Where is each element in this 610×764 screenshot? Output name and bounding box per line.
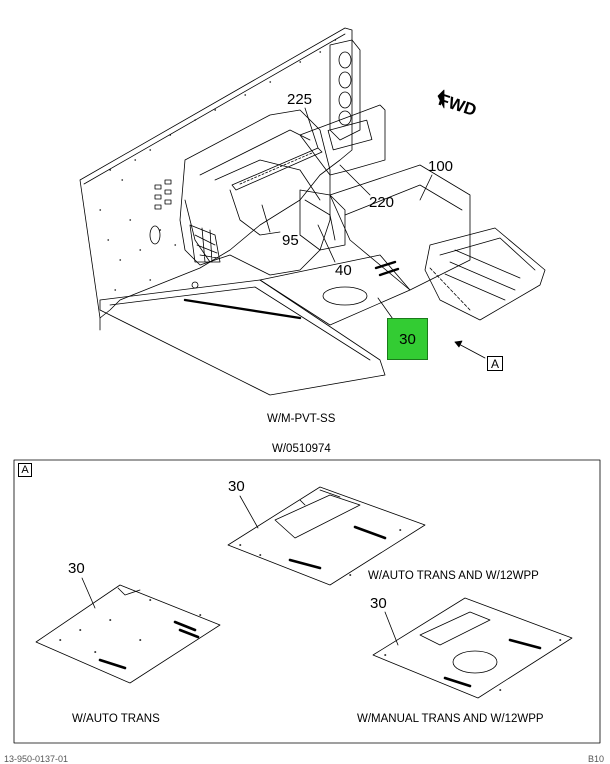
highlighted-callout-30[interactable]: 30 <box>387 318 428 360</box>
leader-100 <box>419 174 433 201</box>
caption-main: W/M-PVT-SS <box>267 413 336 425</box>
plate-manual-12wpp <box>372 597 573 699</box>
view-a-label[interactable]: A <box>487 356 503 371</box>
detail-box <box>13 459 601 744</box>
callout-30-label: 30 <box>399 330 416 348</box>
fwd-arrow-icon <box>437 89 445 109</box>
leader-40 <box>317 224 336 263</box>
callout-30-manual-12wpp[interactable]: 30 <box>370 595 387 612</box>
caption-auto-trans: W/AUTO TRANS <box>72 713 160 725</box>
callout-95[interactable]: 95 <box>282 232 299 249</box>
leader-30-a3 <box>384 611 399 646</box>
callout-40[interactable]: 40 <box>335 262 352 279</box>
floor-plate-30 <box>259 254 411 326</box>
plate-auto-12wpp <box>227 486 426 586</box>
callout-30-auto-trans[interactable]: 30 <box>68 560 85 577</box>
leader-225 <box>304 107 319 149</box>
caption-part-number: W/0510974 <box>272 443 331 455</box>
leader-95 <box>261 204 271 233</box>
panel-220 <box>299 104 386 176</box>
leader-30-a1 <box>81 577 96 609</box>
battery-tray <box>424 227 546 321</box>
caption-auto-12wpp: W/AUTO TRANS AND W/12WPP <box>368 570 539 582</box>
callout-100[interactable]: 100 <box>428 158 454 175</box>
callout-30-auto-12wpp[interactable]: 30 <box>228 478 245 495</box>
plate-auto-trans <box>35 577 221 684</box>
callout-225[interactable]: 225 <box>287 91 313 108</box>
caption-manual-12wpp: W/MANUAL TRANS AND W/12WPP <box>357 713 544 725</box>
detail-a-label: A <box>18 463 32 477</box>
leader-30-a2 <box>239 495 259 529</box>
back-wall-vents <box>149 179 172 245</box>
callout-220[interactable]: 220 <box>369 194 395 211</box>
footer-right: B10 <box>588 754 605 764</box>
rivet-holes <box>99 39 337 291</box>
right-floor <box>329 164 471 291</box>
part-40 <box>299 189 346 251</box>
back-wall <box>79 27 353 319</box>
engine-tunnel <box>179 109 331 276</box>
leader-220 <box>339 164 371 196</box>
vent-strip <box>231 147 323 191</box>
footer-left: 13-950-0137-01 <box>4 754 69 764</box>
floor-plate-left <box>99 279 386 396</box>
